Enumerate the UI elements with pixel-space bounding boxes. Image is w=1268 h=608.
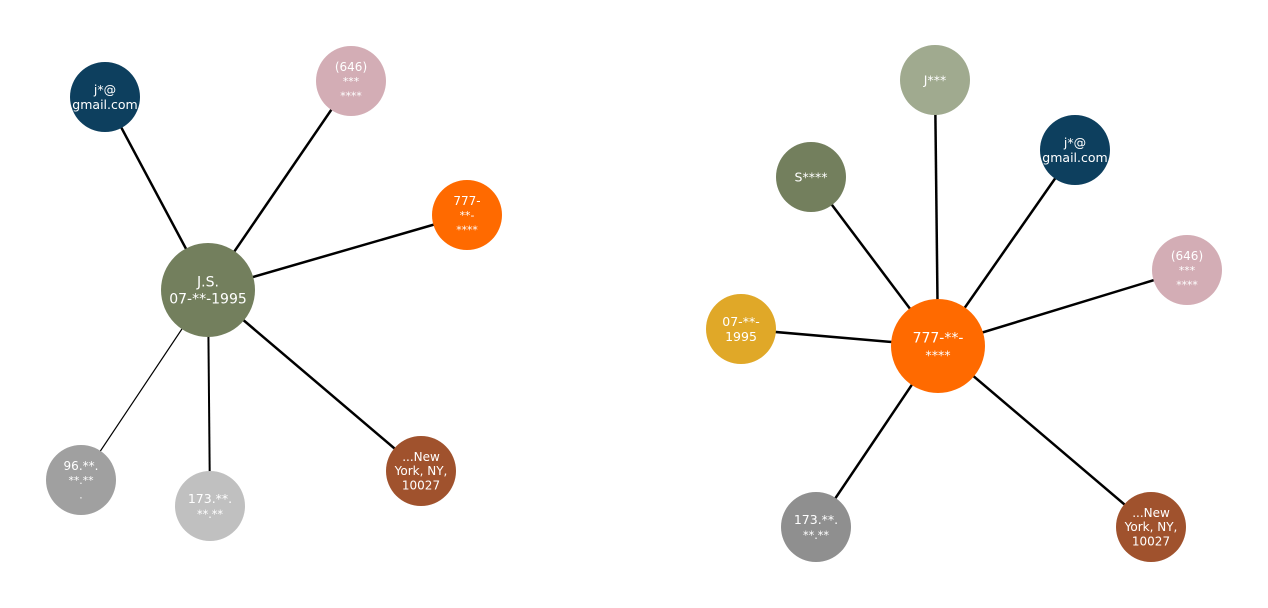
- node-circle[interactable]: [1152, 235, 1222, 305]
- node-ip-96[interactable]: 96.**.**.**.: [46, 445, 116, 515]
- node-label: gmail.com: [72, 97, 137, 112]
- node-label: ****: [1176, 279, 1198, 292]
- node-circle[interactable]: [386, 436, 456, 506]
- node-label: York, NY,: [1124, 520, 1178, 534]
- node-ssn[interactable]: 777-**- ****: [432, 180, 502, 250]
- node-label: ***: [343, 75, 360, 88]
- node-label: J.S.: [196, 275, 219, 291]
- node-phone[interactable]: (646)*******: [1152, 235, 1222, 305]
- node-circle[interactable]: [46, 445, 116, 515]
- node-last-name[interactable]: S****: [776, 142, 846, 212]
- node-circle[interactable]: [70, 62, 140, 132]
- node-circle[interactable]: [900, 45, 970, 115]
- node-label: 07-**-: [722, 314, 759, 329]
- node-label: York, NY,: [394, 464, 448, 478]
- node-ssn[interactable]: 777-**-****: [891, 299, 985, 393]
- node-label: 1995: [725, 329, 757, 344]
- node-circle[interactable]: [161, 243, 255, 337]
- node-label: (646): [1171, 249, 1203, 263]
- node-person[interactable]: J.S.07-**-1995: [161, 243, 255, 337]
- node-label: ****: [925, 347, 950, 362]
- node-label: 173.**.: [188, 491, 232, 506]
- identity-graph-person: j*@gmail.com(646)*******777-**-****...Ne…: [46, 46, 502, 541]
- node-first-name[interactable]: J***: [900, 45, 970, 115]
- node-circle[interactable]: [175, 471, 245, 541]
- node-label: 10027: [402, 479, 440, 493]
- node-label: ****: [340, 90, 362, 103]
- node-label: 96.**.: [64, 459, 99, 473]
- node-label: **.**: [803, 529, 829, 542]
- node-circle[interactable]: [432, 180, 502, 250]
- node-email[interactable]: j*@gmail.com: [70, 62, 140, 132]
- node-circle[interactable]: [1040, 115, 1110, 185]
- node-label: 07-**-1995: [169, 291, 247, 307]
- node-label: ****: [456, 224, 478, 237]
- node-dob[interactable]: 07-**-1995: [706, 294, 776, 364]
- node-ip-173[interactable]: 173.**. **.**: [175, 471, 245, 541]
- node-label: J***: [923, 72, 946, 87]
- node-label: ***: [1179, 264, 1196, 277]
- node-label: 10027: [1132, 535, 1170, 549]
- node-label: S****: [795, 169, 828, 184]
- node-label: ...New: [1132, 506, 1170, 520]
- node-label: ...New: [402, 450, 440, 464]
- identity-graph-ssn: J***S****j*@gmail.com(646)*******07-**-1…: [706, 45, 1222, 562]
- node-label: gmail.com: [1042, 150, 1107, 165]
- node-label: **.**: [68, 474, 94, 487]
- node-label: .: [79, 489, 82, 502]
- node-label: **.**: [197, 508, 223, 521]
- node-label: **-: [460, 209, 475, 222]
- node-circle[interactable]: [781, 492, 851, 562]
- node-circle[interactable]: [1116, 492, 1186, 562]
- node-ip-173[interactable]: 173.**. **.**: [781, 492, 851, 562]
- node-label: j*@: [93, 82, 116, 97]
- node-email[interactable]: j*@gmail.com: [1040, 115, 1110, 185]
- node-label: 173.**.: [794, 512, 838, 527]
- node-label: 777-: [453, 194, 480, 208]
- node-circle[interactable]: [706, 294, 776, 364]
- node-circle[interactable]: [891, 299, 985, 393]
- node-circle[interactable]: [316, 46, 386, 116]
- node-label: (646): [335, 60, 367, 74]
- node-label: 777-**-: [913, 331, 964, 347]
- node-label: j*@: [1063, 135, 1086, 150]
- node-circle[interactable]: [776, 142, 846, 212]
- node-phone[interactable]: (646)*******: [316, 46, 386, 116]
